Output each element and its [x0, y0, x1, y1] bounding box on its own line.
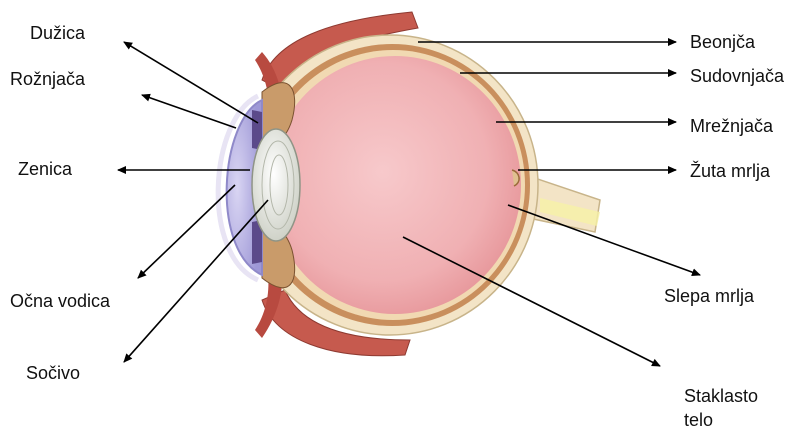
label-vitreous-body: Staklasto telo: [684, 384, 794, 432]
pointer-blind-spot: [508, 205, 700, 275]
lens-shape: [252, 129, 300, 241]
vitreous-body: [269, 56, 521, 314]
pointer-iris: [124, 42, 258, 123]
label-vitreous-line1: Staklasto: [684, 386, 758, 406]
label-retina: Mrežnjača: [690, 115, 773, 137]
label-aqueous-humor: Očna vodica: [10, 290, 110, 312]
label-macula: Žuta mrlja: [690, 160, 770, 182]
pointer-lens: [124, 200, 268, 362]
label-choroid: Sudovnjača: [690, 65, 784, 87]
label-blind-spot: Slepa mrlja: [664, 285, 754, 307]
label-pupil: Zenica: [18, 158, 72, 180]
label-lens: Sočivo: [26, 362, 80, 384]
label-cornea: Rožnjača: [10, 68, 85, 90]
label-iris: Dužica: [30, 22, 85, 44]
label-sclera: Beonjča: [690, 31, 755, 53]
label-vitreous-line2: telo: [684, 410, 713, 430]
pointer-cornea: [142, 95, 236, 128]
